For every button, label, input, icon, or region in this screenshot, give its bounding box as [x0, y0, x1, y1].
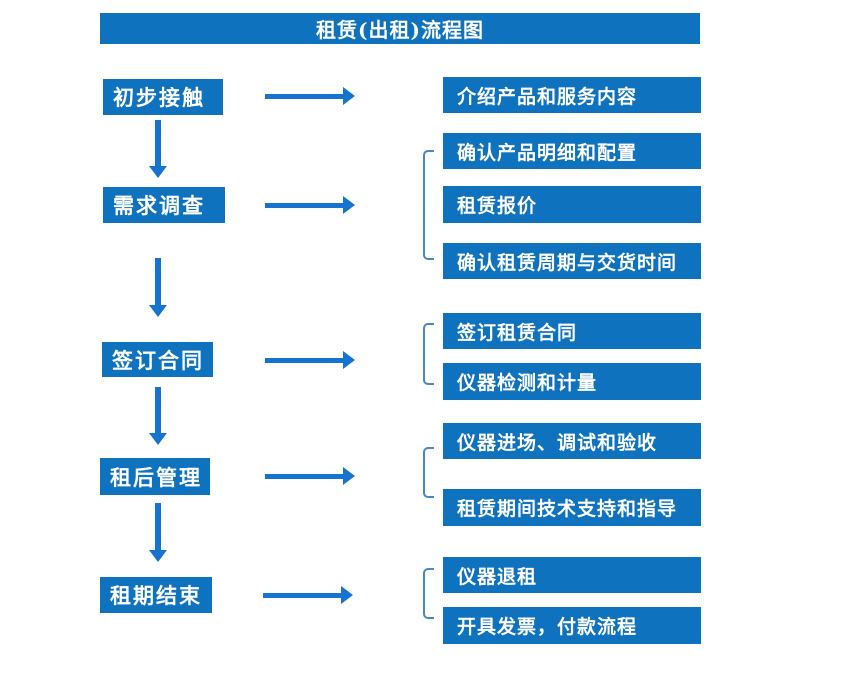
arrow-shaft: [265, 473, 343, 479]
arrow-head: [149, 166, 167, 178]
down-arrow-icon: [149, 120, 167, 178]
step-label: 租后管理: [110, 464, 202, 490]
arrow-shaft: [155, 120, 161, 166]
step-box-demand-survey: 需求调查: [103, 187, 225, 223]
arrow-shaft: [155, 258, 161, 305]
detail-box-instrument-setup-acceptance: 仪器进场、调试和验收: [443, 423, 701, 459]
detail-box-technical-support: 租赁期间技术支持和指导: [443, 489, 701, 526]
diagram-title-bar: 租赁(出租)流程图: [100, 13, 700, 44]
group-bracket: [423, 568, 434, 619]
detail-label: 租赁期间技术支持和指导: [457, 498, 678, 520]
step-box-initial-contact: 初步接触: [103, 79, 223, 115]
detail-label: 仪器退租: [457, 565, 538, 588]
detail-box-invoice-payment: 开具发票，付款流程: [443, 607, 701, 644]
arrow-head: [343, 351, 355, 369]
step-box-sign-contract: 签订合同: [102, 342, 213, 377]
arrow-head: [343, 196, 355, 214]
group-bracket: [423, 323, 434, 385]
right-arrow-icon: [263, 586, 353, 604]
down-arrow-icon: [149, 387, 167, 445]
step-label: 签订合同: [112, 347, 204, 373]
down-arrow-icon: [149, 503, 167, 562]
right-arrow-icon: [265, 87, 355, 105]
detail-box-introduce-products: 介绍产品和服务内容: [443, 77, 701, 113]
detail-label: 仪器进场、调试和验收: [457, 431, 658, 454]
right-arrow-icon: [265, 196, 355, 214]
arrow-shaft: [265, 93, 343, 99]
detail-label: 签订租赁合同: [457, 321, 578, 344]
detail-box-instrument-testing: 仪器检测和计量: [443, 363, 701, 400]
arrow-shaft: [265, 357, 343, 363]
right-arrow-icon: [265, 351, 355, 369]
detail-label: 确认产品明细和配置: [457, 141, 638, 164]
arrow-head: [149, 433, 167, 445]
detail-box-confirm-product-config: 确认产品明细和配置: [443, 133, 701, 169]
arrow-shaft: [265, 202, 343, 208]
step-label: 需求调查: [113, 193, 205, 218]
step-label: 初步接触: [113, 85, 205, 110]
detail-label: 介绍产品和服务内容: [457, 85, 638, 108]
group-bracket: [423, 447, 434, 498]
arrow-head: [341, 586, 353, 604]
right-arrow-icon: [265, 467, 355, 485]
step-box-rental-end: 租期结束: [100, 577, 212, 613]
detail-label: 确认租赁周期与交货时间: [457, 251, 678, 274]
detail-label: 仪器检测和计量: [457, 372, 598, 394]
detail-label: 租赁报价: [457, 195, 538, 217]
step-box-post-rental-management: 租后管理: [100, 458, 210, 495]
step-label: 租期结束: [110, 583, 202, 608]
arrow-head: [149, 550, 167, 562]
detail-box-sign-rental-contract: 签订租赁合同: [443, 313, 701, 349]
arrow-head: [343, 467, 355, 485]
arrow-head: [149, 305, 167, 317]
arrow-head: [343, 87, 355, 105]
detail-box-rental-quote: 租赁报价: [443, 186, 701, 223]
down-arrow-icon: [149, 258, 167, 317]
detail-label: 开具发票，付款流程: [457, 616, 638, 638]
arrow-shaft: [263, 592, 341, 598]
detail-box-confirm-period-delivery: 确认租赁周期与交货时间: [443, 243, 701, 279]
diagram-title: 租赁(出租)流程图: [316, 18, 484, 42]
arrow-shaft: [155, 503, 161, 550]
group-bracket: [423, 150, 434, 260]
detail-box-instrument-return: 仪器退租: [443, 557, 701, 593]
arrow-shaft: [155, 387, 161, 433]
